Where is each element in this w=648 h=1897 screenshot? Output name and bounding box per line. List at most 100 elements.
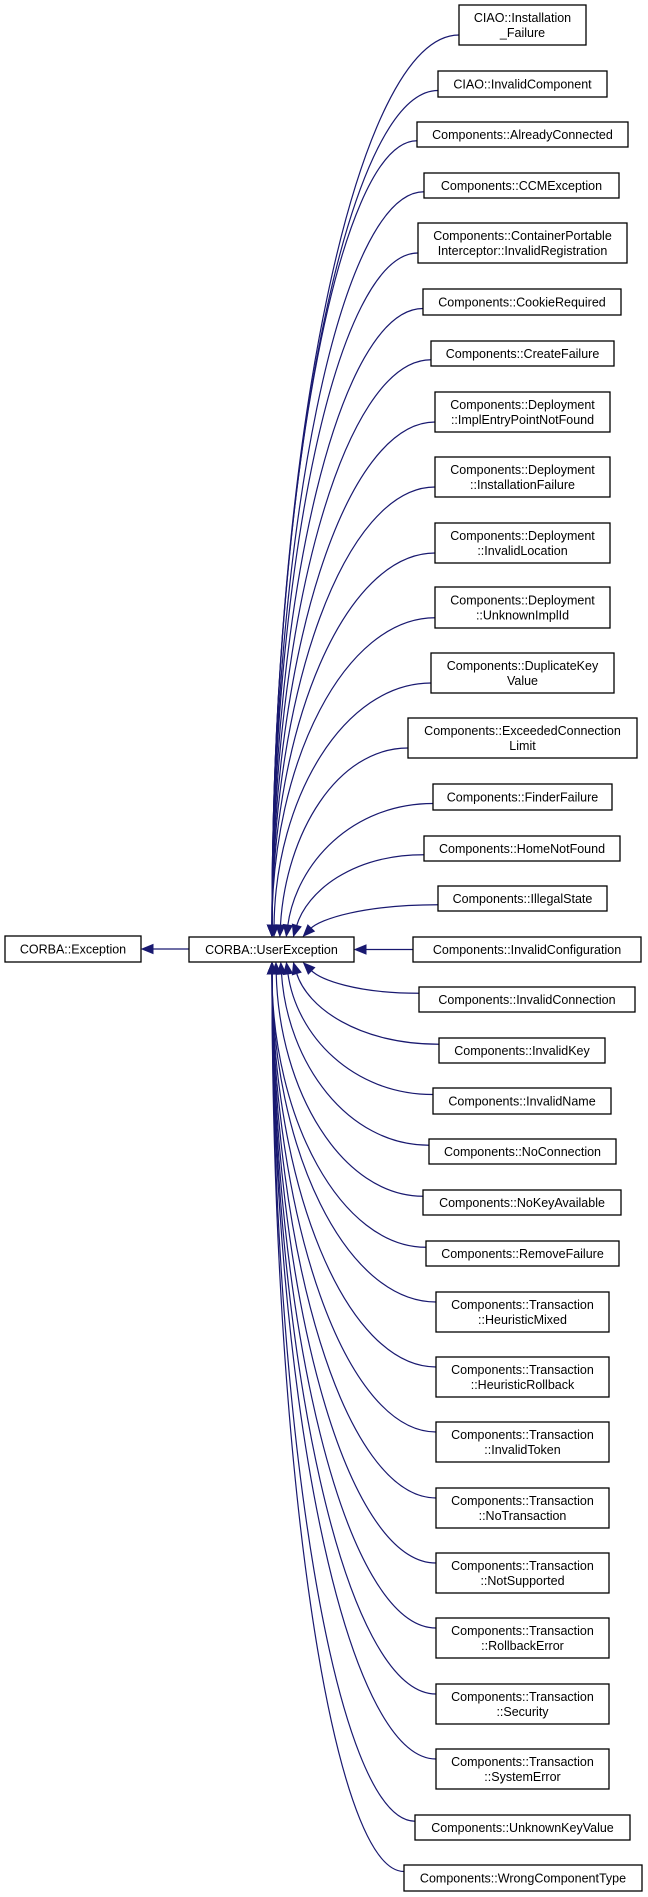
node-label: Components::InvalidKey (454, 1044, 590, 1058)
node-label: ::UnknownImplId (476, 609, 569, 623)
node-box (4, 935, 142, 963)
node-label: Components::ContainerPortable (433, 229, 612, 243)
arrowhead (268, 924, 280, 938)
node-components-already-connected[interactable]: Components::AlreadyConnected (416, 121, 629, 148)
node-box (435, 1748, 610, 1790)
node-box (437, 885, 608, 912)
node-label: CIAO::InvalidComponent (453, 78, 592, 92)
edge-line (273, 682, 432, 927)
node-box (435, 1487, 610, 1529)
edge-line (287, 972, 434, 1096)
edge-line (271, 421, 436, 927)
node-components-transaction-invalid-token[interactable]: Components::Transaction::InvalidToken (435, 1421, 610, 1463)
edge-line (271, 972, 416, 1822)
node-ciao-installation-failure[interactable]: CIAO::Installation_Failure (458, 4, 587, 46)
node-label: Components::AlreadyConnected (432, 128, 613, 142)
node-box (437, 70, 608, 98)
node-components-unknown-key-value[interactable]: Components::UnknownKeyValue (414, 1814, 631, 1841)
node-components-invalid-connection[interactable]: Components::InvalidConnection (418, 986, 636, 1013)
edge-line (275, 972, 424, 1197)
node-box (435, 1291, 610, 1333)
node-label: ::InvalidToken (484, 1443, 560, 1457)
node-box (422, 288, 622, 316)
edge-components-illegal-state-to-userexception (302, 904, 439, 937)
edge-line (271, 972, 427, 1248)
node-components-deployment-unknown-impl-id[interactable]: Components::Deployment::UnknownImplId (434, 586, 611, 629)
edge-line (271, 552, 436, 927)
node-components-no-connection[interactable]: Components::NoConnection (428, 1138, 617, 1165)
node-box (435, 1617, 610, 1659)
node-corba-userexception[interactable]: CORBA::UserException (188, 936, 355, 963)
edge-components-wrong-component-type-to-userexception (266, 961, 405, 1873)
arrowhead (302, 962, 316, 975)
node-components-cookie-required[interactable]: Components::CookieRequired (422, 288, 622, 316)
node-label: Components::Transaction (451, 1755, 594, 1769)
node-box (422, 1189, 622, 1216)
edge-line (271, 972, 437, 1303)
node-components-ccm-exception[interactable]: Components::CCMException (423, 172, 620, 199)
node-label: ::RollbackError (481, 1639, 564, 1653)
node-components-home-not-found[interactable]: Components::HomeNotFound (423, 835, 621, 862)
node-components-invalid-configuration[interactable]: Components::InvalidConfiguration (412, 936, 642, 963)
edge-components-create-failure-to-userexception (266, 359, 432, 938)
node-components-finder-failure[interactable]: Components::FinderFailure (432, 783, 613, 811)
node-label: Components::CCMException (441, 179, 602, 193)
node-components-wrong-component-type[interactable]: Components::WrongComponentType (403, 1864, 643, 1892)
node-components-transaction-not-supported[interactable]: Components::Transaction::NotSupported (435, 1552, 610, 1594)
node-components-container-portable-interceptor-invalid-registration[interactable]: Components::ContainerPortableInterceptor… (417, 222, 628, 264)
node-components-transaction-no-transaction[interactable]: Components::Transaction::NoTransaction (435, 1487, 610, 1529)
edge-components-invalid-key-to-userexception (291, 961, 440, 1045)
edge-line (271, 972, 437, 1629)
nodes: CORBA::Exception CORBA::UserException CIAO… (4, 4, 643, 1892)
node-label: Components::ExceededConnection (424, 724, 621, 738)
node-label: ::InstallationFailure (470, 478, 575, 492)
arrowhead (291, 923, 302, 938)
node-label: Components::Deployment (450, 529, 595, 543)
node-box (432, 783, 613, 811)
node-label: ::Security (496, 1705, 549, 1719)
node-label: Components::Deployment (450, 463, 595, 477)
node-label: Components::InvalidName (448, 1095, 595, 1109)
arrowhead (266, 961, 278, 975)
edge-components-remove-failure-to-userexception (266, 961, 427, 1248)
edge-components-finder-failure-to-userexception (282, 802, 434, 938)
edge-components-no-connection-to-userexception (276, 961, 430, 1146)
node-components-deployment-installation-failure[interactable]: Components::Deployment::InstallationFail… (434, 456, 611, 498)
node-components-create-failure[interactable]: Components::CreateFailure (430, 340, 615, 367)
edge-line (271, 972, 405, 1873)
node-ciao-invalid-component[interactable]: CIAO::InvalidComponent (437, 70, 608, 98)
node-label: Components::Transaction (451, 1428, 594, 1442)
node-components-transaction-rollback-error[interactable]: Components::Transaction::RollbackError (435, 1617, 610, 1659)
node-corba-exception[interactable]: CORBA::Exception (4, 935, 142, 963)
edge-line (310, 969, 420, 994)
node-box (188, 936, 355, 963)
node-components-illegal-state[interactable]: Components::IllegalState (437, 885, 608, 912)
arrowhead (282, 961, 294, 976)
node-components-transaction-security[interactable]: Components::Transaction::Security (435, 1683, 610, 1725)
edge-line (295, 854, 425, 927)
node-components-transaction-system-error[interactable]: Components::Transaction::SystemError (435, 1748, 610, 1790)
node-components-transaction-heuristic-rollback[interactable]: Components::Transaction::HeuristicRollba… (435, 1356, 610, 1398)
node-label: Components::Transaction (451, 1690, 594, 1704)
edge-userexception-to-exception (140, 943, 189, 955)
node-components-invalid-name[interactable]: Components::InvalidName (432, 1087, 612, 1115)
edge-components-transaction-heuristic-mixed-to-userexception (266, 961, 437, 1303)
node-box (407, 717, 638, 759)
node-label: CIAO::Installation (474, 11, 571, 25)
edge-components-deployment-unknown-impl-id-to-userexception (266, 617, 436, 938)
node-components-remove-failure[interactable]: Components::RemoveFailure (425, 1240, 620, 1267)
arrowhead (291, 961, 302, 976)
edge-line (271, 34, 460, 927)
node-box (438, 1037, 606, 1064)
node-components-deployment-invalid-location[interactable]: Components::Deployment::InvalidLocation (434, 522, 611, 564)
edge-line (271, 972, 437, 1760)
node-components-transaction-heuristic-mixed[interactable]: Components::Transaction::HeuristicMixed (435, 1291, 610, 1333)
node-components-deployment-impl-entry-point-not-found[interactable]: Components::Deployment::ImplEntryPointNo… (434, 391, 611, 433)
edge-line (287, 802, 434, 927)
node-components-invalid-key[interactable]: Components::InvalidKey (438, 1037, 606, 1064)
node-components-no-key-available[interactable]: Components::NoKeyAvailable (422, 1189, 622, 1216)
node-label: Components::DuplicateKey (447, 659, 599, 673)
